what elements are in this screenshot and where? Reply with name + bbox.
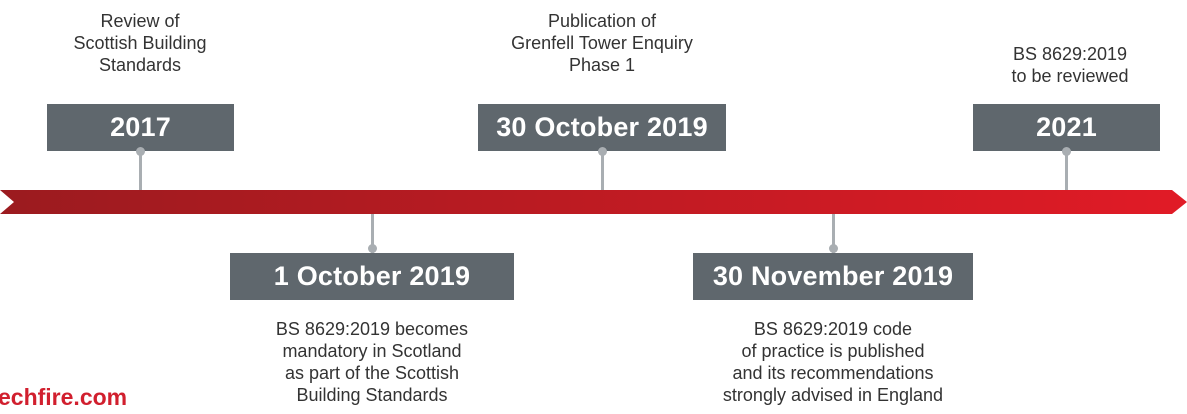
connector-dot <box>829 244 838 253</box>
event-caption-2021: BS 8629:2019 to be reviewed <box>985 43 1155 87</box>
caption-line: Phase 1 <box>568 55 636 75</box>
caption-line: mandatory in Scotland <box>282 341 462 361</box>
event-caption-30-november-2019: BS 8629:2019 code of practice is publish… <box>703 318 963 406</box>
caption-line: BS 8629:2019 becomes <box>275 319 469 339</box>
connector-dot <box>1062 147 1071 156</box>
date-box-30-november-2019: 30 November 2019 <box>693 253 973 300</box>
connector-line <box>832 214 835 253</box>
date-box-2017: 2017 <box>47 104 234 151</box>
caption-line: BS 8629:2019 code <box>753 319 913 339</box>
connector-line <box>1065 151 1068 190</box>
connector-line <box>601 151 604 190</box>
caption-line: to be reviewed <box>1011 66 1129 86</box>
watermark-text: echfire.com <box>0 384 128 410</box>
caption-line: Building Standards <box>296 385 448 405</box>
caption-line: Grenfell Tower Enquiry <box>511 33 693 53</box>
connector-dot <box>368 244 377 253</box>
caption-line: as part of the Scottish <box>284 363 460 383</box>
date-label: 1 October 2019 <box>273 261 471 291</box>
caption-line: Review of <box>100 11 180 31</box>
caption-line: and its recommendations <box>732 363 934 383</box>
event-caption-2017: Review of Scottish Building Standards <box>40 10 240 76</box>
connector-line <box>371 214 374 253</box>
date-label: 2017 <box>110 112 171 142</box>
date-label: 30 October 2019 <box>496 112 708 142</box>
connector-line <box>139 151 142 190</box>
connector-dot <box>598 147 607 156</box>
date-label: 30 November 2019 <box>712 261 954 291</box>
date-box-30-october-2019: 30 October 2019 <box>478 104 726 151</box>
caption-line: Scottish Building <box>73 33 207 53</box>
date-box-2021: 2021 <box>973 104 1160 151</box>
date-label: 2021 <box>1036 112 1097 142</box>
caption-line: Standards <box>98 55 182 75</box>
caption-line: Publication of <box>547 11 657 31</box>
connector-dot <box>136 147 145 156</box>
caption-line: of practice is published <box>741 341 925 361</box>
event-caption-30-october-2019: Publication of Grenfell Tower Enquiry Ph… <box>482 10 722 76</box>
caption-line: strongly advised in England <box>722 385 944 405</box>
date-box-1-october-2019: 1 October 2019 <box>230 253 514 300</box>
caption-line: BS 8629:2019 <box>1012 44 1128 64</box>
event-caption-1-october-2019: BS 8629:2019 becomes mandatory in Scotla… <box>262 318 482 406</box>
